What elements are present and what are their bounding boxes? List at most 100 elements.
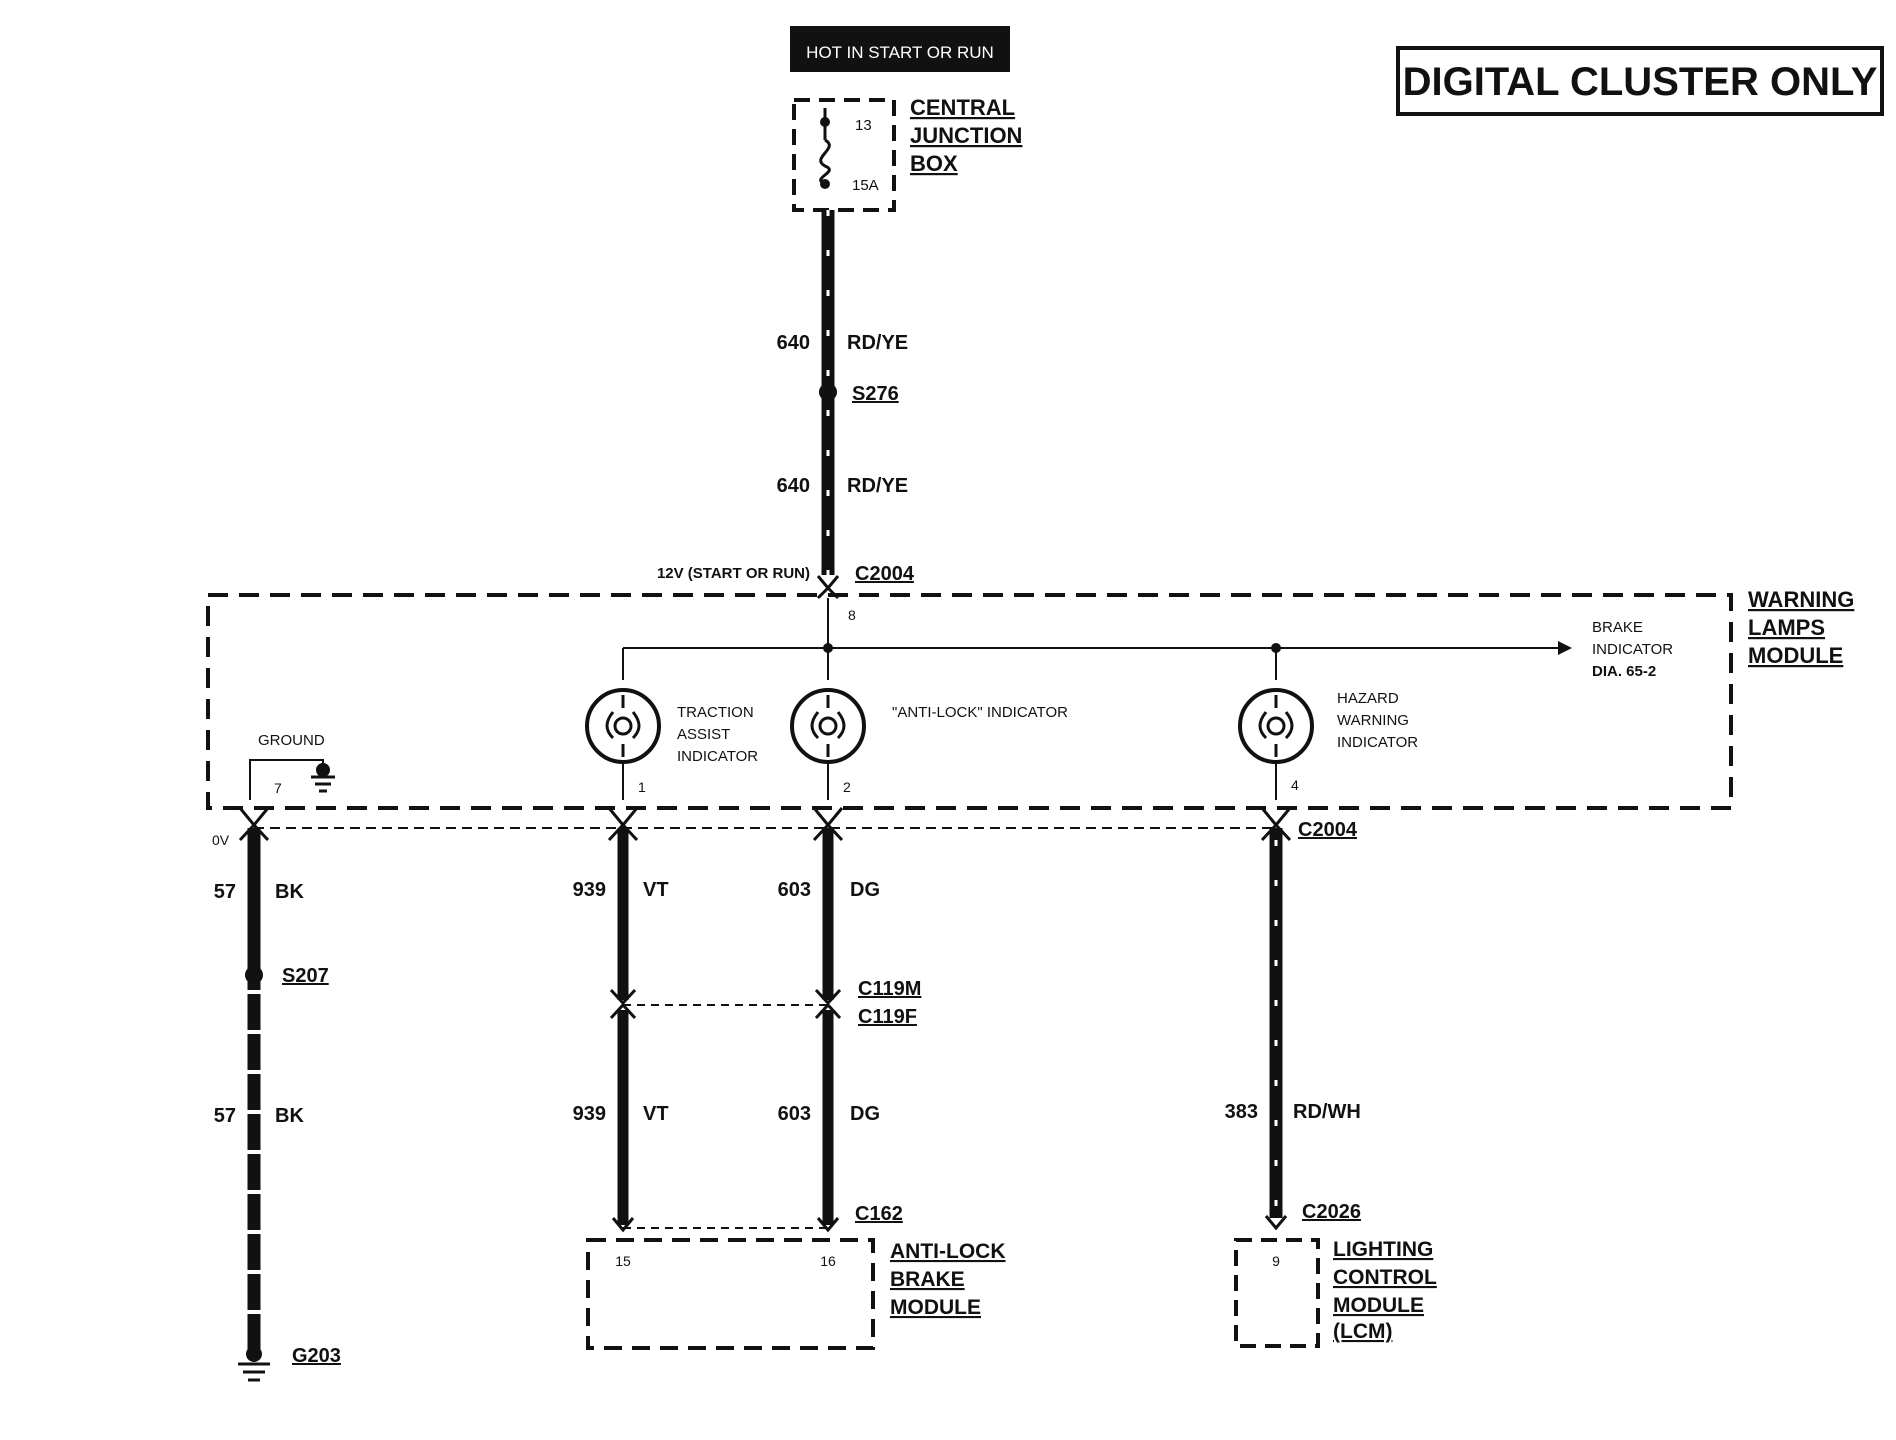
terminal-traction (607, 807, 639, 842)
feed-color-label-1: RD/YE (847, 332, 908, 354)
traction-color-label-1: VT (643, 879, 669, 901)
fuse-number: 13 (855, 117, 872, 134)
ground-circuit-label-1: 57 (214, 881, 236, 903)
lcm-name-3: MODULE (1333, 1294, 1424, 1317)
lighting-control-module: 9 LIGHTING CONTROL MODULE (LCM) (1234, 1238, 1437, 1348)
internal-ground-dot (316, 763, 330, 777)
warning-lamps-module: WARNING LAMPS MODULE BRAKE INDICATOR DIA… (206, 587, 1854, 810)
ground-circuit-label-2: 57 (214, 1105, 236, 1127)
splice-s207-label: S207 (282, 965, 329, 987)
antilock-lamp-pin: 2 (843, 779, 851, 795)
traction-lamp-label-1: TRACTION (677, 704, 754, 721)
connector-c2004-top-label: C2004 (855, 563, 915, 585)
terminal-ground (238, 807, 270, 842)
module-name-2: LAMPS (1748, 615, 1825, 640)
central-junction-box: 13 15A CENTRAL JUNCTION BOX (792, 95, 1022, 212)
power-source-box (790, 26, 1010, 72)
power-source-label: HOT IN START OR RUN (806, 43, 994, 62)
antilock-lamp-center (818, 716, 838, 736)
abs-module-name-2: BRAKE (890, 1268, 965, 1291)
c119-terminal-antilock (814, 988, 842, 1020)
antilock-wire: 603 DG 603 DG (778, 828, 880, 1225)
abs-pin-15: 15 (615, 1253, 631, 1269)
feed-circuit-label-1: 640 (777, 332, 810, 354)
antilock-color-label-1: DG (850, 879, 880, 901)
terminal-antilock (812, 807, 844, 842)
connector-c2004-bottom-label: C2004 (1298, 819, 1358, 841)
brake-ref-3: DIA. 65-2 (1592, 663, 1656, 680)
hazard-lamp-center (1266, 716, 1286, 736)
c162-label: C162 (855, 1203, 903, 1225)
antilock-circuit-label-2: 603 (778, 1103, 811, 1125)
feed-wire: 640 RD/YE S276 640 RD/YE 12V (START OR R… (657, 210, 915, 623)
ground-color-label-2: BK (275, 1105, 304, 1127)
ground-g203-dot (246, 1346, 262, 1362)
abs-module-outline (586, 1238, 875, 1350)
c119f-label: C119F (858, 1006, 917, 1028)
c162-terminal-15 (611, 1217, 635, 1233)
abs-module-name-1: ANTI-LOCK (890, 1240, 1005, 1263)
hazard-wire: 383 RD/WH C2026 (1225, 828, 1361, 1231)
fuse-terminal-bottom (820, 179, 830, 189)
ground-g203-icon (238, 1362, 270, 1382)
ground-g203-label: G203 (292, 1345, 341, 1367)
traction-lamp-center (613, 716, 633, 736)
c2026-terminal (1264, 1215, 1288, 1231)
connector-pin-8: 8 (848, 607, 856, 623)
scope-banner-label: DIGITAL CLUSTER ONLY (1403, 60, 1878, 104)
hazard-color-label: RD/WH (1293, 1101, 1361, 1123)
ground-color-label-1: BK (275, 881, 304, 903)
splice-s276-label: S276 (852, 383, 899, 405)
lcm-outline (1234, 1238, 1320, 1348)
abs-pin-16: 16 (820, 1253, 836, 1269)
hazard-lamp-label-2: WARNING (1337, 712, 1409, 729)
hazard-lamp-label-1: HAZARD (1337, 690, 1399, 707)
fuse-terminal-top (820, 117, 830, 127)
lcm-name-4: (LCM) (1333, 1320, 1392, 1343)
brake-ref-1: BRAKE (1592, 619, 1643, 636)
hazard-lamp-filament (1258, 695, 1294, 757)
traction-lamp-label-3: INDICATOR (677, 748, 758, 765)
antilock-lamp-label: "ANTI-LOCK" INDICATOR (892, 704, 1068, 721)
junction-box-outline (792, 98, 896, 212)
feed-color-label-2: RD/YE (847, 475, 908, 497)
lcm-name-1: LIGHTING (1333, 1238, 1433, 1261)
voltage-label: 12V (START OR RUN) (657, 565, 810, 582)
scope-banner-frame (1396, 46, 1884, 116)
ground-label: GROUND (258, 732, 325, 749)
c162-terminal-16 (816, 1217, 840, 1233)
abs-module: C162 15 16 ANTI-LOCK BRAKE MODULE (586, 1203, 1005, 1350)
c119-terminal-traction (609, 988, 637, 1020)
antilock-color-label-2: DG (850, 1103, 880, 1125)
feed-circuit-label-2: 640 (777, 475, 810, 497)
ground-wire: 57 BK S207 57 BK G203 (214, 828, 341, 1382)
splice-s276 (819, 383, 837, 401)
module-name-3: MODULE (1748, 643, 1843, 668)
inline-connector-c119: C119M C119F (609, 978, 921, 1028)
hazard-circuit-label: 383 (1225, 1101, 1258, 1123)
traction-circuit-label-2: 939 (573, 1103, 606, 1125)
traction-circuit-label-1: 939 (573, 879, 606, 901)
module-outline (206, 593, 1733, 810)
antilock-circuit-label-1: 603 (778, 879, 811, 901)
anti-lock-lamp: "ANTI-LOCK" INDICATOR 2 (790, 648, 1068, 800)
fuse-rating: 15A (852, 177, 879, 194)
zero-volt-label: 0V (212, 832, 230, 848)
splice-s207 (245, 966, 263, 984)
abs-module-name-3: MODULE (890, 1296, 981, 1319)
antilock-lamp-filament (810, 695, 846, 757)
power-source-header: HOT IN START OR RUN (790, 26, 1010, 72)
ground-lead (249, 759, 324, 800)
internal-ground-icon (311, 775, 335, 793)
terminal-hazard (1260, 807, 1292, 842)
ground-pin: 7 (274, 780, 282, 796)
fuse-icon (819, 138, 831, 186)
brake-ref-2: INDICATOR (1592, 641, 1673, 658)
lcm-pin-9: 9 (1272, 1253, 1280, 1269)
traction-assist-lamp: TRACTION ASSIST INDICATOR 1 (585, 648, 758, 800)
traction-color-label-2: VT (643, 1103, 669, 1125)
traction-lamp-filament (605, 695, 641, 757)
hazard-warning-lamp: HAZARD WARNING INDICATOR 4 (1238, 648, 1418, 800)
junction-box-name-3: BOX (910, 151, 958, 176)
module-name-1: WARNING (1748, 587, 1854, 612)
